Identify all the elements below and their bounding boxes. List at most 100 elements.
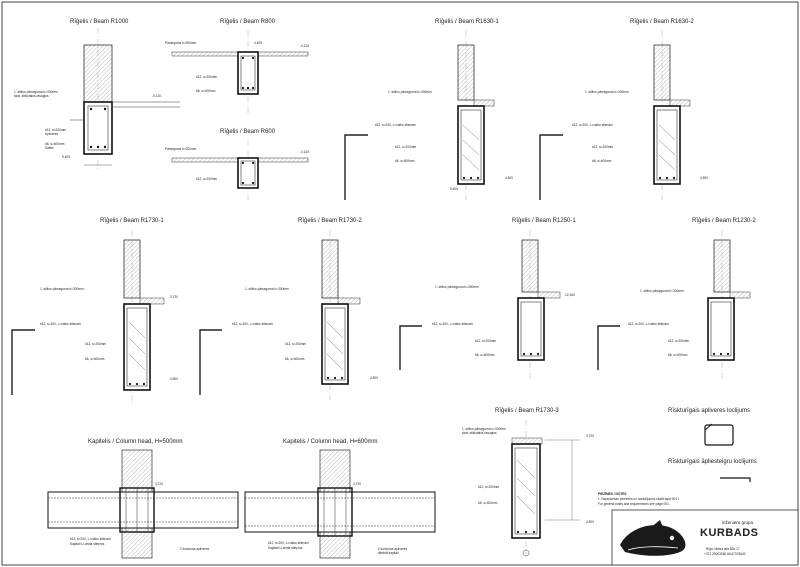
r1230-2-note-links: #6, s=400mm	[668, 353, 688, 357]
r600-note-stirrups: #12, s=200mm	[196, 177, 218, 181]
beam-r1250-1-title: Rīģelis / Beam R1250-1	[512, 217, 576, 224]
r1000-note-links-2: Sailes	[45, 146, 54, 150]
r1730-2-note-stirrups: #12, s=200mm	[285, 342, 307, 346]
stirrup2-title: Rīskturīgais āpliesteigru loclijums	[668, 459, 757, 465]
r1730-1-note-links: #6, s=400mm	[85, 357, 105, 361]
r800-note-slab: Pārsegums h=200mm	[165, 41, 197, 45]
r1630-2-note-links: #6, s=400mm	[592, 159, 612, 163]
beam-r1230-2-detail: Rīģelis / Beam R1230-2 1. stiltvo pārseg…	[597, 217, 756, 380]
beam-r800-detail: Rīģelis / Beam R800 Pārsegums h=200mm #1…	[165, 18, 309, 115]
r1730-3-note-slab: 1. stiltvo pārseguma h=300mm	[462, 427, 506, 431]
col600-note-column-2: tāmbāt kapitali	[378, 551, 399, 555]
column-head-600-title: Kapitelis / Column head, H=600mm	[283, 439, 378, 445]
kurbads-logo	[620, 520, 686, 556]
r800-note-stirrups: #12, s=200mm	[196, 75, 218, 79]
notes-heading: PIEZĪMES / NOTES	[598, 492, 627, 496]
r1250-1-note-stirrups: #12, s=200mm	[475, 339, 497, 343]
col600-note-bar: #12, s=200, L=vaiko stieņam	[268, 541, 309, 545]
r1000-bottom-bars: 5 #25	[62, 155, 70, 159]
company-name: KURBADS	[700, 527, 759, 539]
r1230-2-note-stirrups: #12, s=200mm	[668, 339, 690, 343]
stirrup-details: Rīskturīgais apliveres loclijums Rīsktur…	[668, 408, 757, 482]
r1630-1-note-bar: #12, s=200, L=vaiko stieņam	[375, 123, 416, 127]
r1630-2-note-stirrups: #12, s=200mm	[592, 145, 614, 149]
r1000-note-links: #6, s=400mm	[45, 142, 65, 146]
r1630-2-level: 4,500	[700, 176, 708, 180]
r1730-1-note-bar: #12, s=200, L=vaiko stieņam	[40, 322, 81, 326]
r1630-1-level: 4,500	[505, 176, 513, 180]
r1230-2-note-slab: 1. stiltvo pārseguma h=300mm	[640, 289, 684, 293]
beam-r600-title: Rīģelis / Beam R600	[220, 128, 276, 135]
r1250-1-note-links: #6, s=400mm	[475, 353, 495, 357]
col500-level: 3,720	[155, 482, 163, 486]
col500-note-column: 2 kolonnas apliveres	[180, 547, 209, 551]
beam-r1000-detail: Rīģelis / Beam R1000 1. stiltvo pārsegum…	[14, 18, 180, 170]
column-head-500-detail: Kapitelis / Column head, H=500mm 3,720 #…	[47, 439, 239, 559]
general-notes: PIEZĪMES / NOTES 1. Nepieciešas piezīmes…	[598, 492, 679, 506]
r800-top-bars: 4 #25	[254, 41, 262, 45]
col500-note-stirrups: Kapitali U-veida stiepros	[70, 542, 105, 546]
r1000-note-stirrups-2: Apliveres	[45, 132, 59, 136]
beam-r1630-1-title: Rīģelis / Beam R1630-1	[435, 18, 499, 25]
r1230-2-note-bar: #12, s=200, L=vaiko stieņam	[628, 322, 669, 326]
beam-r1730-2-title: Rīģelis / Beam R1730-2	[298, 217, 362, 224]
beam-r1630-2-detail: Rīģelis / Beam R1630-2 1. stiltvo pārseg…	[539, 18, 708, 200]
beam-r1630-2-title: Rīģelis / Beam R1630-2	[630, 18, 694, 25]
beam-r1630-1-detail: Rīģelis / Beam R1630-1 1. stiltvo pārseg…	[344, 18, 513, 200]
title-block: inženieru grupa KURBADS Rīga, Maiza iela…	[611, 509, 799, 566]
column-head-600-detail: Kapitelis / Column head, H=600mm 3,720 #…	[244, 439, 436, 559]
r1730-1-note-stirrups: #12, s=200mm	[85, 342, 107, 346]
company-phone: +371 29003060 tāl.67376640	[704, 552, 746, 556]
col600-level: 3,720	[353, 482, 361, 486]
r1000-note-stirrups: #12, s=200mm	[45, 128, 67, 132]
r1730-3-level: 4,500	[586, 520, 594, 524]
notes-line-1: 1. Nepieciešas piezīmes un norādījumus s…	[598, 497, 679, 501]
r1250-1-level: 12,160	[565, 293, 575, 297]
r1000-note-slab: 1. stiltvo pārseguma h=300mm	[14, 90, 58, 94]
beam-r1730-1-title: Rīģelis / Beam R1730-1	[100, 217, 164, 224]
company-tagline: inženieru grupa	[722, 520, 754, 525]
r800-level: -0,120	[300, 44, 309, 48]
beam-r1000-title: Rīģelis / Beam R1000	[70, 18, 129, 25]
r600-note-slab: Pārsegums h=200mm	[165, 147, 197, 151]
beam-r600-detail: Rīģelis / Beam R600 Pārsegums h=200mm #1…	[165, 128, 309, 200]
notes-line-2: For general notes and requirements see p…	[598, 502, 670, 506]
r1730-3-note-stirrups: #12, s=200mm	[478, 485, 500, 489]
r1250-1-note-slab: 1. stiltvo pārseguma h=300mm	[435, 285, 479, 289]
r1730-2-note-links: #6, s=400mm	[285, 357, 305, 361]
r1730-3-note-slab-2: skat. stiklotaius rasuglus	[462, 431, 497, 435]
beam-r1730-2-detail: Rīģelis / Beam R1730-2 1. stiltvo pārseg…	[199, 217, 378, 400]
r1000-level: -0,120	[152, 94, 161, 98]
stirrup-title: Rīskturīgais apliveres loclijums	[668, 408, 750, 414]
r1630-2-note-bar: #12, s=200, L=vaiko stieņam	[572, 123, 613, 127]
r1730-1-level: 4,500	[170, 377, 178, 381]
r1730-1-note-slab: 1. stiltvo pārseguma h=300mm	[40, 287, 84, 291]
r1630-1-note-stirrups: #12, s=200mm	[395, 145, 417, 149]
col500-note-bar: #12, s=200, L=vaiko stieņam	[70, 537, 111, 541]
r1730-2-note-bar: #12, s=200, L=vaiko stieņam	[232, 322, 273, 326]
r1630-1-note-slab: 1. stiltvo pārseguma h=300mm	[388, 90, 432, 94]
col600-note-column: 2 kolonnas apliveres	[378, 547, 407, 551]
r600-level: -0,120	[300, 150, 309, 154]
company-address: Rīga, Maiza iela 52b-17	[706, 547, 740, 551]
beam-r1730-3-detail: Rīģelis / Beam R1730-3 1. stiltvo pārseg…	[462, 407, 594, 557]
r1000-note-slab-2: skat. stiklotaius rasuglus	[14, 94, 49, 98]
r1630-1-bottom-bars: 5 #25	[450, 187, 458, 191]
column-head-500-title: Kapitelis / Column head, H=500mm	[88, 439, 183, 445]
beam-r800-title: Rīģelis / Beam R800	[220, 18, 276, 25]
beam-r1250-1-detail: Rīģelis / Beam R1250-1 1. stiltvo pārseg…	[399, 217, 576, 380]
beam-r1230-2-title: Rīģelis / Beam R1230-2	[692, 217, 756, 224]
r800-note-links: #6, s=400mm	[196, 89, 216, 93]
r1730-3-level-top: 3,720	[586, 434, 594, 438]
r1730-3-note-links: #6, s=400mm	[478, 501, 498, 505]
r1730-1-level-top: 3,720	[170, 295, 178, 299]
beam-r1730-1-detail: Rīģelis / Beam R1730-1 1. stiltvo pārseg…	[11, 217, 178, 405]
r1730-2-level: 4,500	[370, 376, 378, 380]
beam-r1730-3-title: Rīģelis / Beam R1730-3	[495, 407, 559, 414]
r1730-2-note-slab: 1. stiltvo pārseguma h=300mm	[245, 287, 289, 291]
r1630-2-note-slab: 1. stiltvo pārseguma h=300mm	[585, 90, 629, 94]
r1250-1-note-bar: #12, s=200, L=vaiko stieņam	[432, 322, 473, 326]
col600-note-stirrups: Kapitali U-veida stiepros	[268, 546, 303, 550]
